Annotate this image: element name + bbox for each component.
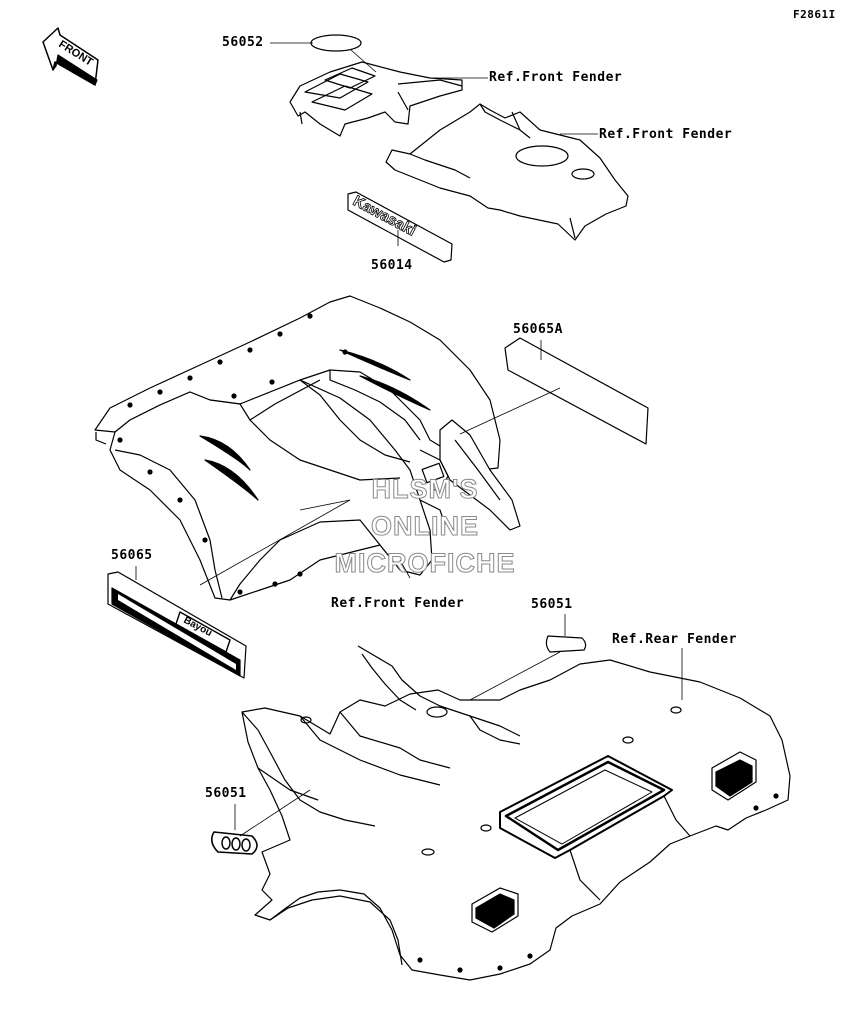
ref-front-fender-2: Ref.Front Fender bbox=[599, 127, 733, 142]
part-number-56014: 56014 bbox=[371, 258, 413, 273]
ref-front-fender-3: Ref.Front Fender bbox=[331, 596, 465, 611]
front-fender-main bbox=[385, 103, 629, 241]
decal-56051-upper bbox=[545, 635, 587, 653]
watermark-line-2: ONLINE bbox=[370, 511, 479, 542]
decal-56051-lower bbox=[210, 831, 258, 855]
figure-id: F2861I bbox=[793, 8, 836, 21]
rear-fender-assembly bbox=[241, 645, 791, 981]
front-fender-rear-cover bbox=[289, 61, 463, 137]
part-number-56065a: 56065A bbox=[513, 322, 563, 337]
part-number-56052: 56052 bbox=[222, 35, 264, 50]
decal-56065a bbox=[504, 337, 649, 445]
ref-front-fender-1: Ref.Front Fender bbox=[489, 70, 623, 85]
front-fender-assembly bbox=[94, 295, 521, 601]
ref-rear-fender: Ref.Rear Fender bbox=[612, 632, 737, 647]
watermark-line-3: MICROFICHE bbox=[334, 548, 516, 579]
part-number-56051-lower: 56051 bbox=[205, 786, 247, 801]
label-56052-decal bbox=[310, 34, 362, 52]
watermark-line-1: HLSM'S bbox=[371, 474, 479, 505]
kawasaki-decal: Kawasaki bbox=[347, 191, 453, 263]
decal-56065: Bayou bbox=[107, 571, 247, 679]
part-number-56065: 56065 bbox=[111, 548, 153, 563]
part-number-56051-upper: 56051 bbox=[531, 597, 573, 612]
front-arrow-icon: FRONT bbox=[42, 27, 99, 86]
